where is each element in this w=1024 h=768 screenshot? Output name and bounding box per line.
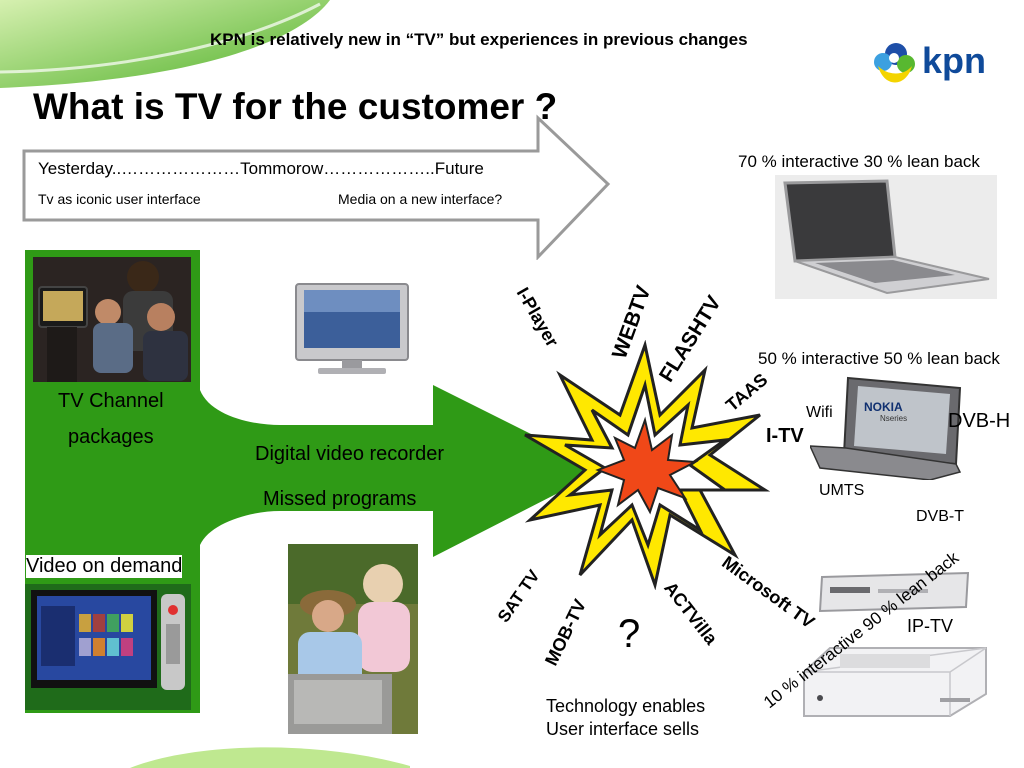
dvbt-label: DVB-T [916, 508, 964, 525]
set-top-box-image [818, 571, 970, 613]
elderly-couple-laptop-photo [288, 544, 418, 734]
tv-channel-label: TV Channel [58, 390, 164, 412]
laptop-image [775, 175, 997, 299]
timeline-right-caption: Media on a new interface? [338, 191, 503, 207]
timeline-left-caption: Tv as iconic user interface [38, 191, 201, 207]
decorative-swoosh-bottom [130, 747, 410, 768]
slide-title: What is TV for the customer ? [33, 86, 558, 127]
timeline-arrow [22, 114, 611, 260]
missed-programs-label: Missed programs [263, 488, 417, 510]
video-on-demand-photo [25, 584, 191, 710]
packages-label: packages [68, 426, 154, 448]
kpn-logo: kpn [870, 36, 1000, 92]
decorative-swoosh-top-left [0, 0, 330, 88]
dvbh-label: DVB-H [948, 410, 1011, 432]
dvr-label: Digital video recorder [255, 443, 444, 465]
interactive-50-label: 50 % interactive 50 % lean back [758, 349, 1000, 368]
umts-label: UMTS [819, 482, 865, 499]
question-mark: ? [618, 612, 641, 656]
kpn-logo-text: kpn [922, 40, 987, 81]
phone-brand-text: NOKIA [864, 400, 903, 414]
slide-subtitle: KPN is relatively new in “TV” but experi… [210, 30, 748, 49]
modem-box-image [803, 647, 987, 717]
kpn-crown-icon [874, 43, 915, 83]
iptv-label: IP-TV [907, 616, 954, 636]
explosion-burst-icon [524, 340, 770, 590]
wifi-label: Wifi [806, 404, 833, 421]
burst-label-itv: I-TV [766, 425, 804, 447]
video-on-demand-label: Video on demand [26, 555, 183, 578]
interactive-70-label: 70 % interactive 30 % lean back [738, 152, 980, 171]
tagline-line2: User interface sells [546, 719, 700, 739]
tagline-line1: Technology enables [546, 696, 706, 716]
timeline-text: Yesterday..…………………Tommorow………………..Future [38, 159, 484, 178]
family-watching-tv-photo [33, 257, 191, 382]
nokia-phone-image: NOKIA Nseries [810, 376, 966, 480]
flat-screen-tv-image [295, 283, 409, 374]
phone-series-text: Nseries [880, 414, 908, 423]
